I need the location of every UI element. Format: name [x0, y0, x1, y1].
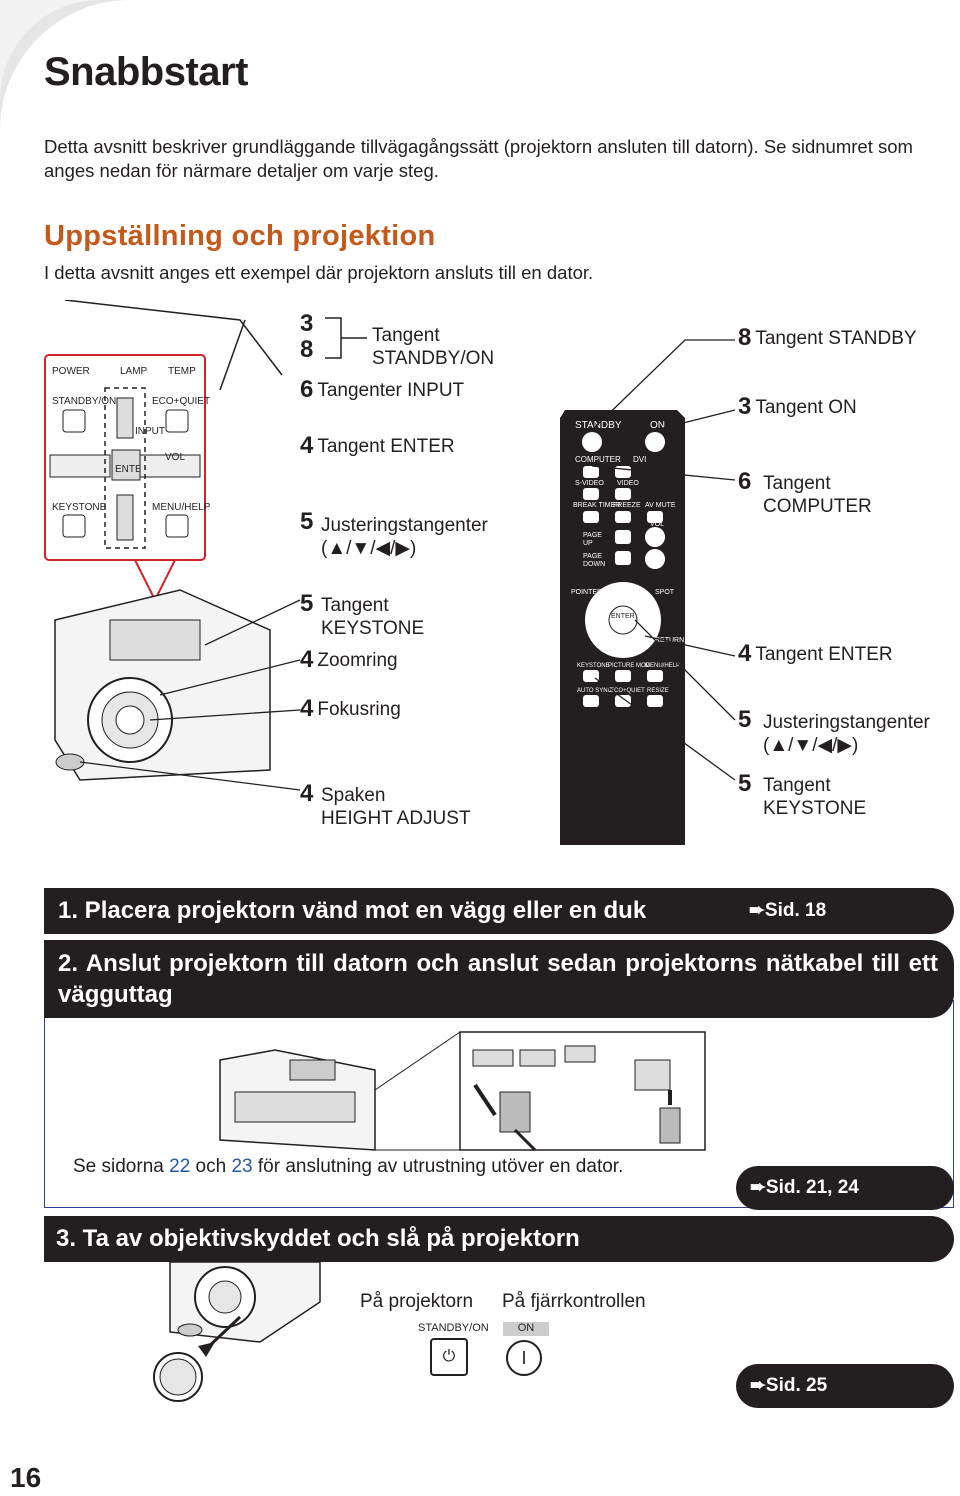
step-2-note: Se sidorna 22 och 23 för anslutning av u…	[73, 1156, 624, 1177]
panel-eco-label: ECO+QUIET	[152, 396, 210, 407]
panel-keystone-label: KEYSTONE	[52, 502, 107, 513]
svg-text:VIDEO: VIDEO	[617, 480, 639, 487]
lens-cap-illustration	[153, 1262, 321, 1402]
page-link[interactable]: 23	[231, 1156, 253, 1177]
svg-text:ENTER: ENTER	[611, 613, 635, 620]
svg-text:VOL: VOL	[650, 521, 664, 528]
callout-number: 5	[738, 770, 752, 797]
svg-text:DVI: DVI	[633, 455, 646, 464]
callout-number: 4	[300, 780, 314, 807]
step-2-panel	[44, 1000, 954, 1208]
panel-lamp-label: LAMP	[120, 366, 148, 377]
label-keystone: Tangent KEYSTONE	[321, 595, 425, 639]
label-remote-adjust: Justeringstangenter (▲/▼/◀/▶)	[763, 712, 930, 756]
panel-standby-label: STANDBY/ON	[52, 396, 116, 407]
connection-illustration	[219, 1031, 706, 1152]
on-button-label: ON	[503, 1322, 549, 1336]
svg-text:SPOT: SPOT	[655, 589, 675, 596]
label-height-adjust: Spaken HEIGHT ADJUST	[321, 785, 471, 829]
remote-standby-label: STANDBY	[575, 420, 622, 431]
panel-vol-label: VOL	[165, 452, 185, 463]
remote-on-label: ON	[650, 420, 665, 431]
page-number: 16	[10, 1462, 42, 1493]
svg-text:FREEZE: FREEZE	[613, 502, 641, 509]
svg-text:UP: UP	[583, 540, 593, 547]
label-standby-on: Tangent STANDBY/ON	[372, 325, 495, 369]
section-description: I detta avsnitt anges ett exempel där pr…	[44, 262, 594, 283]
step-1-page-ref: ➨Sid. 18	[749, 900, 827, 921]
label-adjust-keys: Justeringstangenter (▲/▼/◀/▶)	[321, 515, 488, 559]
step-3-label: 3. Ta av objektivskyddet och slå på proj…	[56, 1225, 580, 1252]
svg-text:DOWN: DOWN	[583, 561, 605, 568]
page-link[interactable]: 22	[169, 1156, 191, 1177]
panel-input-label: INPUT	[135, 426, 165, 437]
label-remote-computer: Tangent COMPUTER	[763, 473, 872, 517]
on-projector-label: På projektorn	[360, 1291, 474, 1312]
callout-number: 5	[738, 706, 752, 733]
step-2-page-ref: ➨Sid. 21, 24	[750, 1177, 859, 1198]
svg-text:AV MUTE: AV MUTE	[645, 502, 676, 509]
svg-text:BREAK TIMER: BREAK TIMER	[573, 502, 620, 509]
step-1-bar: 1. Placera projektorn vänd mot en vägg e…	[44, 888, 954, 934]
svg-text:ECO+QUIET: ECO+QUIET	[610, 688, 645, 694]
power-icon: ⏻	[442, 1348, 456, 1365]
step-1-label: 1. Placera projektorn vänd mot en vägg e…	[58, 897, 647, 924]
callout-number: 5	[300, 508, 314, 535]
svg-text:POINTER: POINTER	[571, 589, 602, 596]
bracket-line	[325, 317, 367, 359]
step-2-bar: 2. Anslut projektorn till datorn och ans…	[44, 940, 954, 1018]
projector-panel-illustration: POWER LAMP TEMP STANDBY/ON ECO+QUIET INP…	[44, 300, 301, 791]
svg-text:PICTURE MODE: PICTURE MODE	[608, 663, 654, 669]
svg-text:KEYSTONE: KEYSTONE	[577, 663, 610, 669]
standby-on-button[interactable]: ⏻	[430, 1338, 468, 1376]
svg-text:RESIZE: RESIZE	[647, 688, 669, 694]
standby-on-button-label: STANDBY/ON	[418, 1322, 489, 1334]
intro-text: Detta avsnitt beskriver grundläggande ti…	[44, 136, 913, 181]
callout-number: 8	[300, 336, 314, 363]
step-3-ref-bar: ➨Sid. 25	[736, 1364, 954, 1408]
step-3-bar: 3. Ta av objektivskyddet och slå på proj…	[44, 1216, 954, 1262]
remote-on-button[interactable]: I	[506, 1340, 542, 1376]
remote-illustration: STANDBY ON COMPUTER DVI S-VIDEO VIDEO BR…	[560, 339, 736, 845]
svg-text:S-VIDEO: S-VIDEO	[575, 480, 604, 487]
svg-text:PAGE: PAGE	[583, 553, 602, 560]
corner-ornament	[0, 0, 130, 130]
panel-enter-label: ENTER	[115, 464, 149, 475]
section-heading: Uppställning och projektion	[44, 220, 436, 252]
step-2-label: 2. Anslut projektorn till datorn och ans…	[58, 950, 938, 1008]
svg-text:RETURN: RETURN	[655, 637, 684, 644]
panel-temp-label: TEMP	[168, 366, 196, 377]
svg-text:COMPUTER: COMPUTER	[575, 455, 621, 464]
power-on-icon: I	[521, 1348, 527, 1368]
svg-text:PAGE: PAGE	[583, 532, 602, 539]
step-2-ref-bar: ➨Sid. 21, 24	[736, 1166, 954, 1210]
on-remote-label: På fjärrkontrollen	[502, 1291, 646, 1312]
callout-number: 5	[300, 590, 314, 617]
page-title: Snabbstart	[44, 50, 248, 94]
panel-menu-label: MENU/HELP	[152, 502, 211, 513]
svg-text:AUTO SYNC: AUTO SYNC	[577, 688, 613, 694]
callout-number: 3	[300, 310, 314, 337]
step-3-page-ref: ➨Sid. 25	[750, 1375, 828, 1396]
svg-text:MENU/HELP: MENU/HELP	[645, 663, 680, 669]
panel-power-label: POWER	[52, 366, 90, 377]
label-remote-keystone: Tangent KEYSTONE	[763, 775, 867, 819]
callout-number: 6	[738, 468, 752, 495]
